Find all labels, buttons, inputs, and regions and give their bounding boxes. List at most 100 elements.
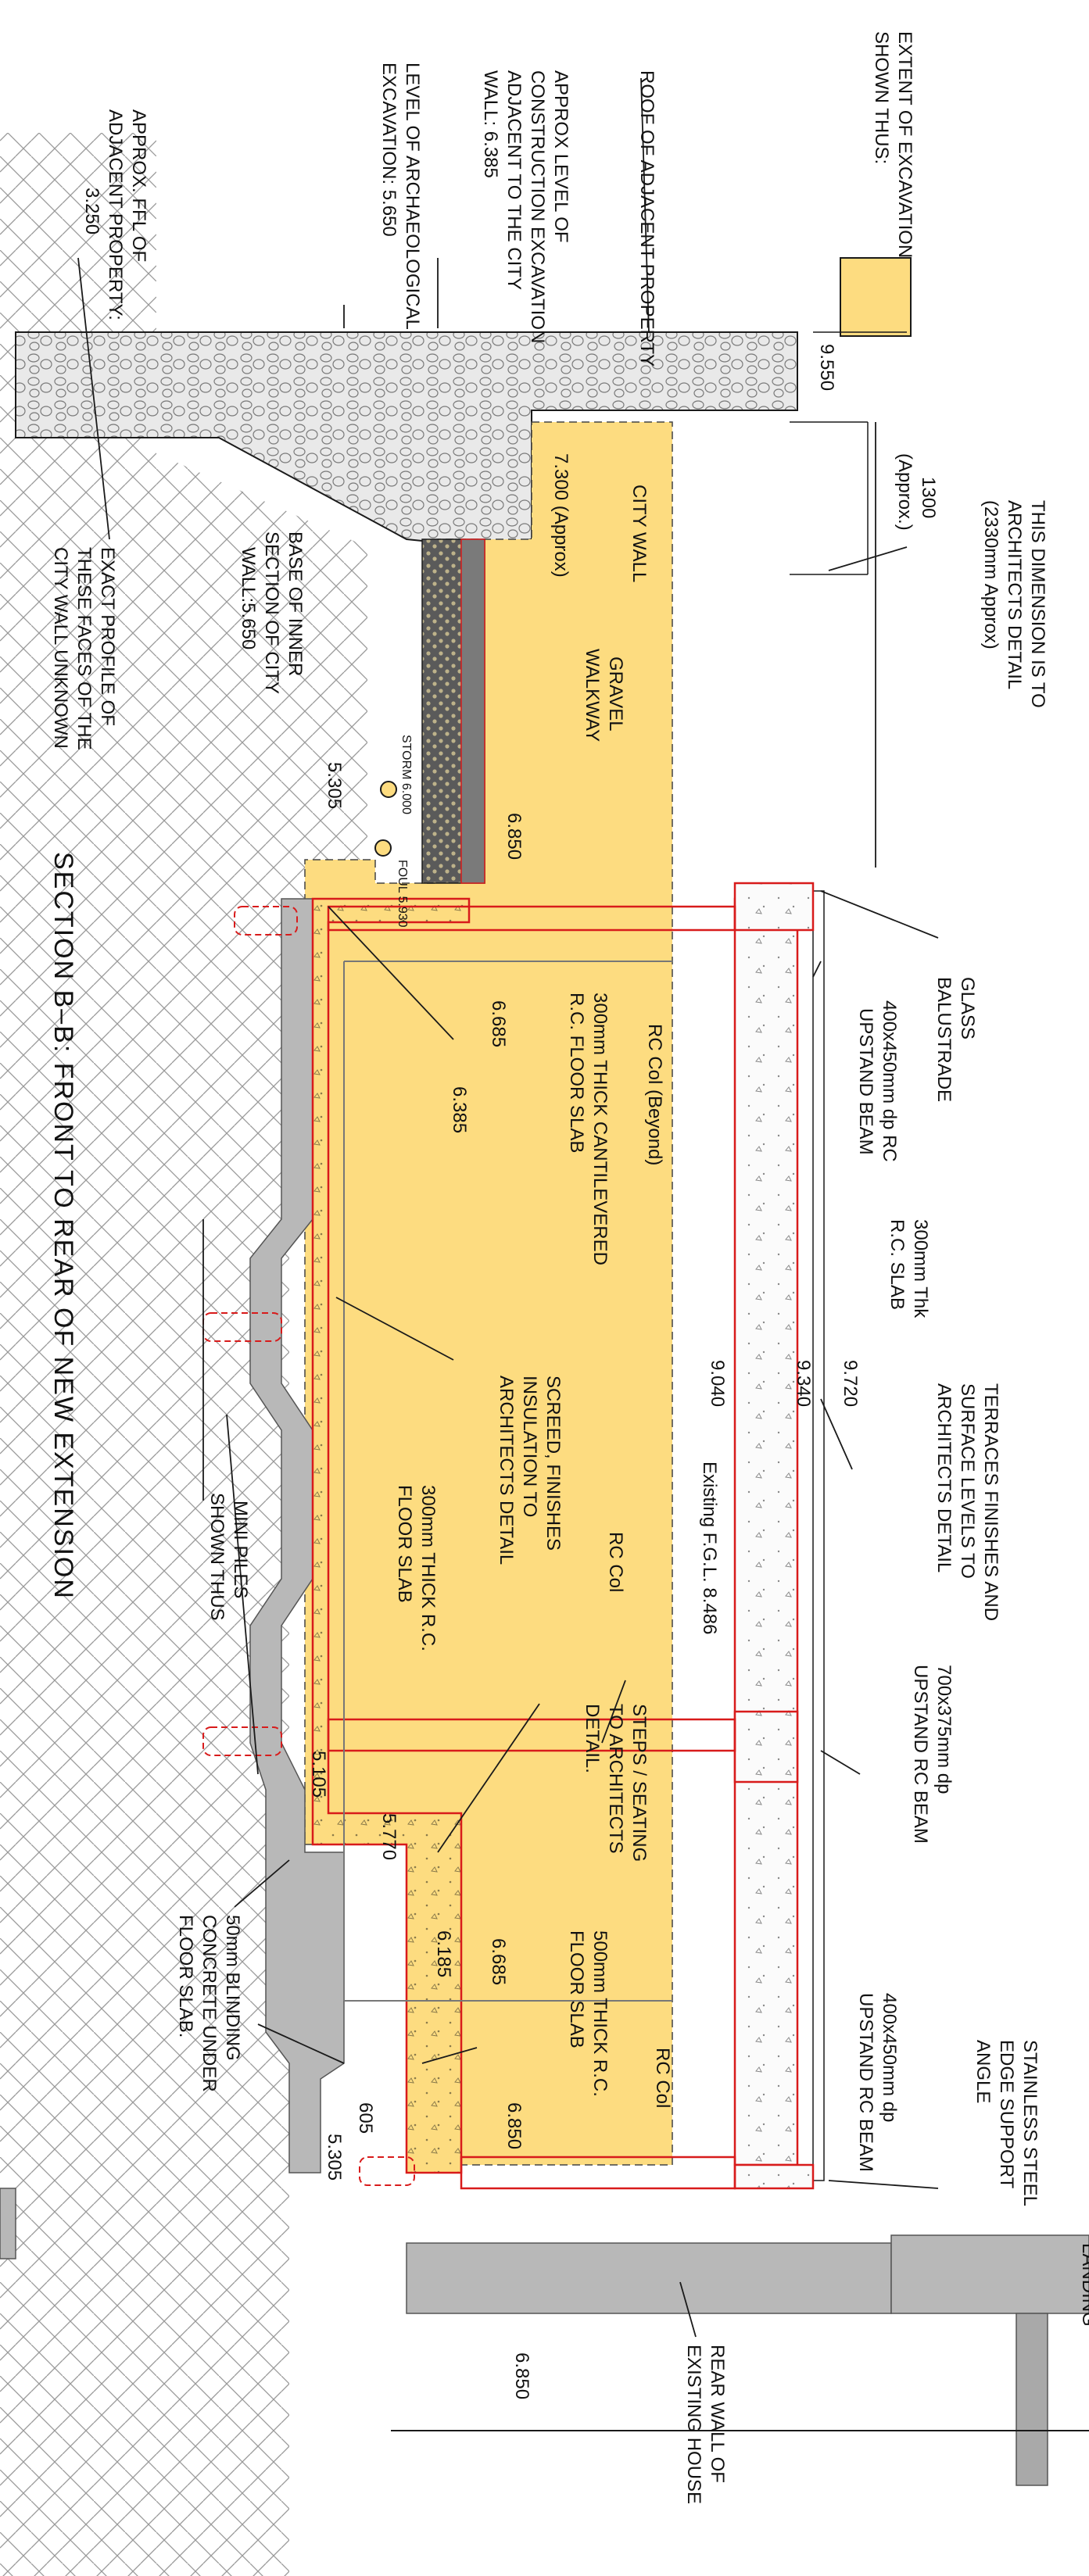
upstand-beam-1-b: UPSTAND BEAM <box>855 1008 876 1155</box>
terrace-slab <box>733 897 799 2166</box>
exact-profile-1: EXACT PROFILE OF <box>97 547 118 726</box>
city-wall-label: CITY WALL <box>629 485 650 582</box>
upstand-beam-3-a: 400x450mm dp <box>879 1993 900 2122</box>
rear-wall-2: EXISTING HOUSE <box>683 2345 704 2504</box>
screed-note-3: ARCHITECTS DETAIL <box>496 1376 517 1565</box>
terraces-note-2: SURFACE LEVELS TO <box>957 1383 978 1579</box>
terrace-9720: 9.720 <box>840 1360 861 1407</box>
upstand-beam-1-a: 400x450mm dp RC <box>879 1000 900 1162</box>
cantilever-slab-1: 300mm THICK CANTILEVERED <box>589 993 611 1265</box>
level-5305-b: 5.305 <box>324 2134 345 2181</box>
terraces-note-1: TERRACES FINISHES AND <box>980 1383 1001 1621</box>
stainless-angle-3: ANGLE <box>973 2040 994 2103</box>
stainless-angle-2: EDGE SUPPORT <box>996 2040 1017 2189</box>
labels: SECTION B–B: FRONT TO REAR OF NEW EXTENS… <box>48 31 1089 2504</box>
mini-pile-1 <box>234 906 298 936</box>
screed-note-1: SCREED, FINISHES <box>543 1376 564 1551</box>
existing-house-landing <box>890 2234 1089 2314</box>
screed-note-2: INSULATION TO <box>519 1376 540 1517</box>
approx-construction-4: WALL: 6.385 <box>480 70 501 178</box>
level-5305-a: 5.305 <box>324 762 345 809</box>
upstand-beam-2 <box>733 1710 799 1784</box>
archaeological-2: EXCAVATION: 5.650 <box>378 63 399 237</box>
legend-swatch <box>840 257 912 337</box>
landing-label: LANDING <box>1078 2243 1089 2327</box>
level-6850-a: 6.850 <box>503 813 525 860</box>
base-inner-2: SECTION OF CITY <box>261 531 282 694</box>
slab-685-a: 6.685 <box>488 1000 509 1047</box>
upstand-beam-2-a: 700x375mm dp <box>933 1665 955 1794</box>
upstand-beam-2-b: UPSTAND RC BEAM <box>910 1665 931 1844</box>
storm-pipe <box>380 781 397 798</box>
foul-pipe <box>374 839 392 857</box>
dimension-note-3: (2330mm Approx) <box>980 500 1001 649</box>
glass-balustrade-1: GLASS <box>957 977 978 1039</box>
gravel-walkway-2: WALKWAY <box>582 649 603 742</box>
floor-slab-300-1: 300mm THICK R.C. <box>417 1485 439 1651</box>
section-title: SECTION B–B: FRONT TO REAR OF NEW EXTENS… <box>48 852 78 1600</box>
exact-profile-3: CITY WALL UNKNOWN <box>50 547 71 749</box>
gravel-walkway-1: GRAVEL <box>605 657 626 732</box>
adjacent-ffl-2: ADJACENT PROPERTY: <box>105 109 126 320</box>
adjacent-ffl-1: APPROX. FFL OF <box>128 109 149 262</box>
rear-wall-1: REAR WALL OF <box>707 2345 728 2483</box>
grey-block <box>0 2188 16 2259</box>
legend-text-2: SHOWN THUS: <box>871 31 892 164</box>
existing-fgl: Existing F.G.L. 8.486 <box>699 1462 720 1634</box>
slab-685-b: 6.685 <box>488 1938 509 1985</box>
rc-col-label: RC Col <box>605 1532 626 1592</box>
steps-note-3: DETAIL. <box>582 1704 603 1773</box>
floor-slab-500-2: FLOOR SLAB <box>566 1930 587 2048</box>
rc-column-3 <box>460 2156 736 2190</box>
mini-pile-2 <box>202 1312 282 1342</box>
stainless-angle-1: STAINLESS STEEL <box>1019 2040 1041 2206</box>
steps-note-2: TO ARCHITECTS <box>605 1704 626 1854</box>
dim-1300: 1300 <box>918 477 939 518</box>
terrace-finish <box>812 890 825 2181</box>
floor-slab-300-2: FLOOR SLAB <box>394 1485 415 1603</box>
approx-construction-3: ADJACENT TO THE CITY <box>503 70 525 290</box>
archaeological-1: LEVEL OF ARCHAEOLOGICAL <box>402 63 423 330</box>
dimension-note-1: THIS DIMENSION IS TO <box>1027 500 1048 708</box>
roof-level: 9.550 <box>816 344 837 391</box>
upstand-beam-3-b: UPSTAND RC BEAM <box>855 1993 876 2172</box>
drain-strip <box>460 538 485 884</box>
blinding-2: CONCRETE UNDER <box>199 1915 220 2092</box>
rc-col-2-label: RC Col <box>652 2048 673 2108</box>
exact-profile-2: THESE FACES OF THE <box>73 547 95 750</box>
mini-piles-1: MINI PILES <box>230 1501 251 1598</box>
rc-column-2 <box>327 1718 736 1752</box>
dimension-note-2: ARCHITECTS DETAIL <box>1004 500 1025 689</box>
base-inner-1: BASE OF INNER <box>285 531 306 676</box>
upstand-beam-1 <box>733 882 815 932</box>
rc-column-1 <box>327 905 736 932</box>
level-6850-c: 6.850 <box>511 2352 532 2399</box>
approx-construction-1: APPROX LEVEL OF <box>550 70 571 243</box>
upstand-beam-3 <box>733 2163 815 2190</box>
level-5105: 5.105 <box>308 1751 329 1798</box>
glass-balustrade-2: BALUSTRADE <box>933 977 955 1102</box>
rc-slab-300-2: R.C. SLAB <box>887 1219 908 1310</box>
floor-slab <box>311 897 471 2174</box>
mini-pile-4 <box>359 2156 415 2186</box>
level-5770: 5.770 <box>378 1813 399 1860</box>
level-6850-b: 6.850 <box>503 2102 525 2149</box>
terrace-9340: 9.340 <box>793 1360 814 1407</box>
rc-slab-300-1: 300mm Thk <box>910 1219 931 1318</box>
dimension-lines <box>790 331 907 575</box>
floor-slab-500-1: 500mm THICK R.C. <box>589 1930 611 2097</box>
cantilever-slab-2: R.C. FLOOR SLAB <box>566 993 587 1153</box>
leader-lines <box>77 77 939 2338</box>
foul-level: FOUL 5.930 <box>396 860 409 928</box>
level-605: 605 <box>355 2102 376 2134</box>
mini-piles-2: SHOWN THUS <box>206 1493 227 1621</box>
base-inner-3: WALL:5.650 <box>238 547 259 649</box>
blinding-1: 50mm BLINDING <box>222 1915 243 2061</box>
adjacent-ffl-3: 3.250 <box>81 188 102 234</box>
existing-stair <box>1016 2313 1048 2486</box>
roof-adjacent-label: ROOF OF ADJACENT PROPERTY <box>636 70 657 367</box>
mini-pile-3 <box>202 1726 282 1756</box>
rear-wall-existing-house <box>406 2242 892 2314</box>
terraces-note-3: ARCHITECTS DETAIL <box>933 1383 955 1572</box>
